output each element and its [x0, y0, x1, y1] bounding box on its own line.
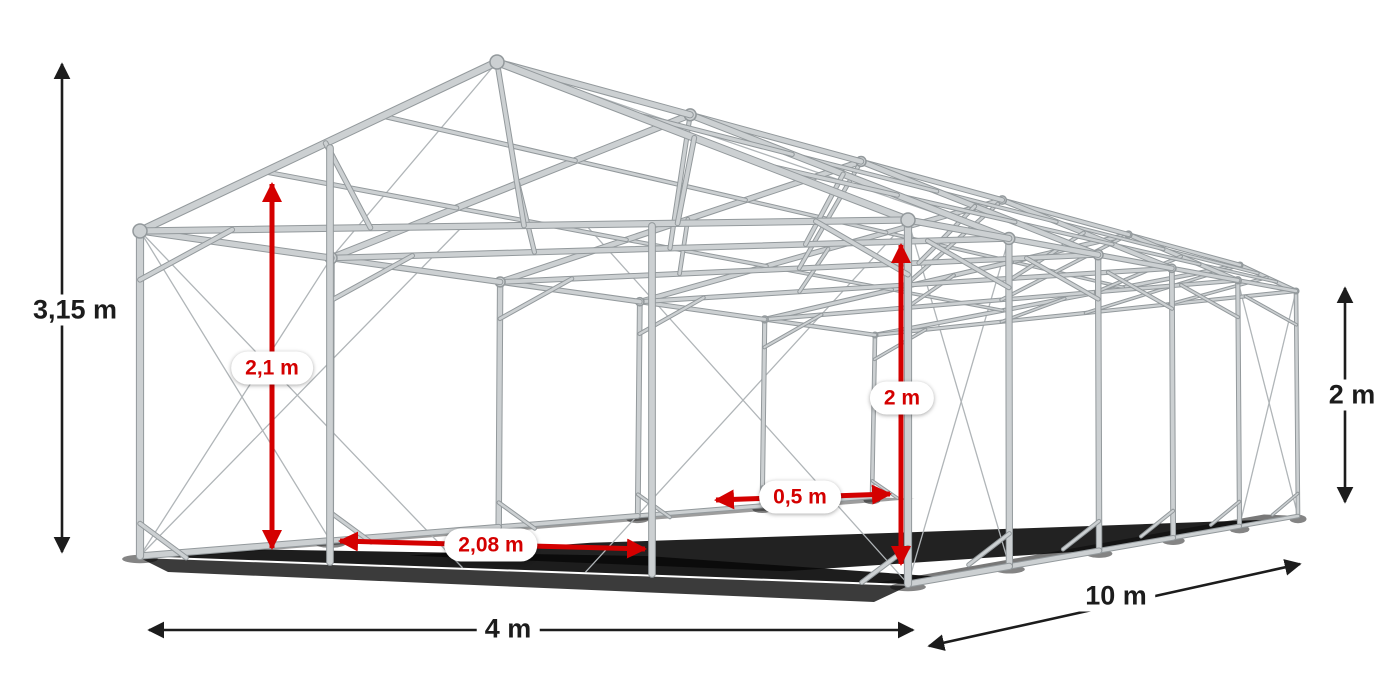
width-label: 4 m: [476, 613, 540, 645]
clear-height-label: 2,1 m: [231, 351, 313, 385]
door-width-label: 2,08 m: [444, 528, 538, 562]
length-label: 10 m: [1077, 580, 1155, 612]
bracing-cables: [139, 61, 1299, 585]
side-height-label: 2 m: [1320, 379, 1384, 411]
tent-steel-frame: [132, 54, 1301, 589]
side-offset-label: 0,5 m: [759, 480, 841, 514]
door-height-label: 2 m: [869, 381, 935, 415]
ridge-height-label: 3,15 m: [24, 294, 126, 326]
